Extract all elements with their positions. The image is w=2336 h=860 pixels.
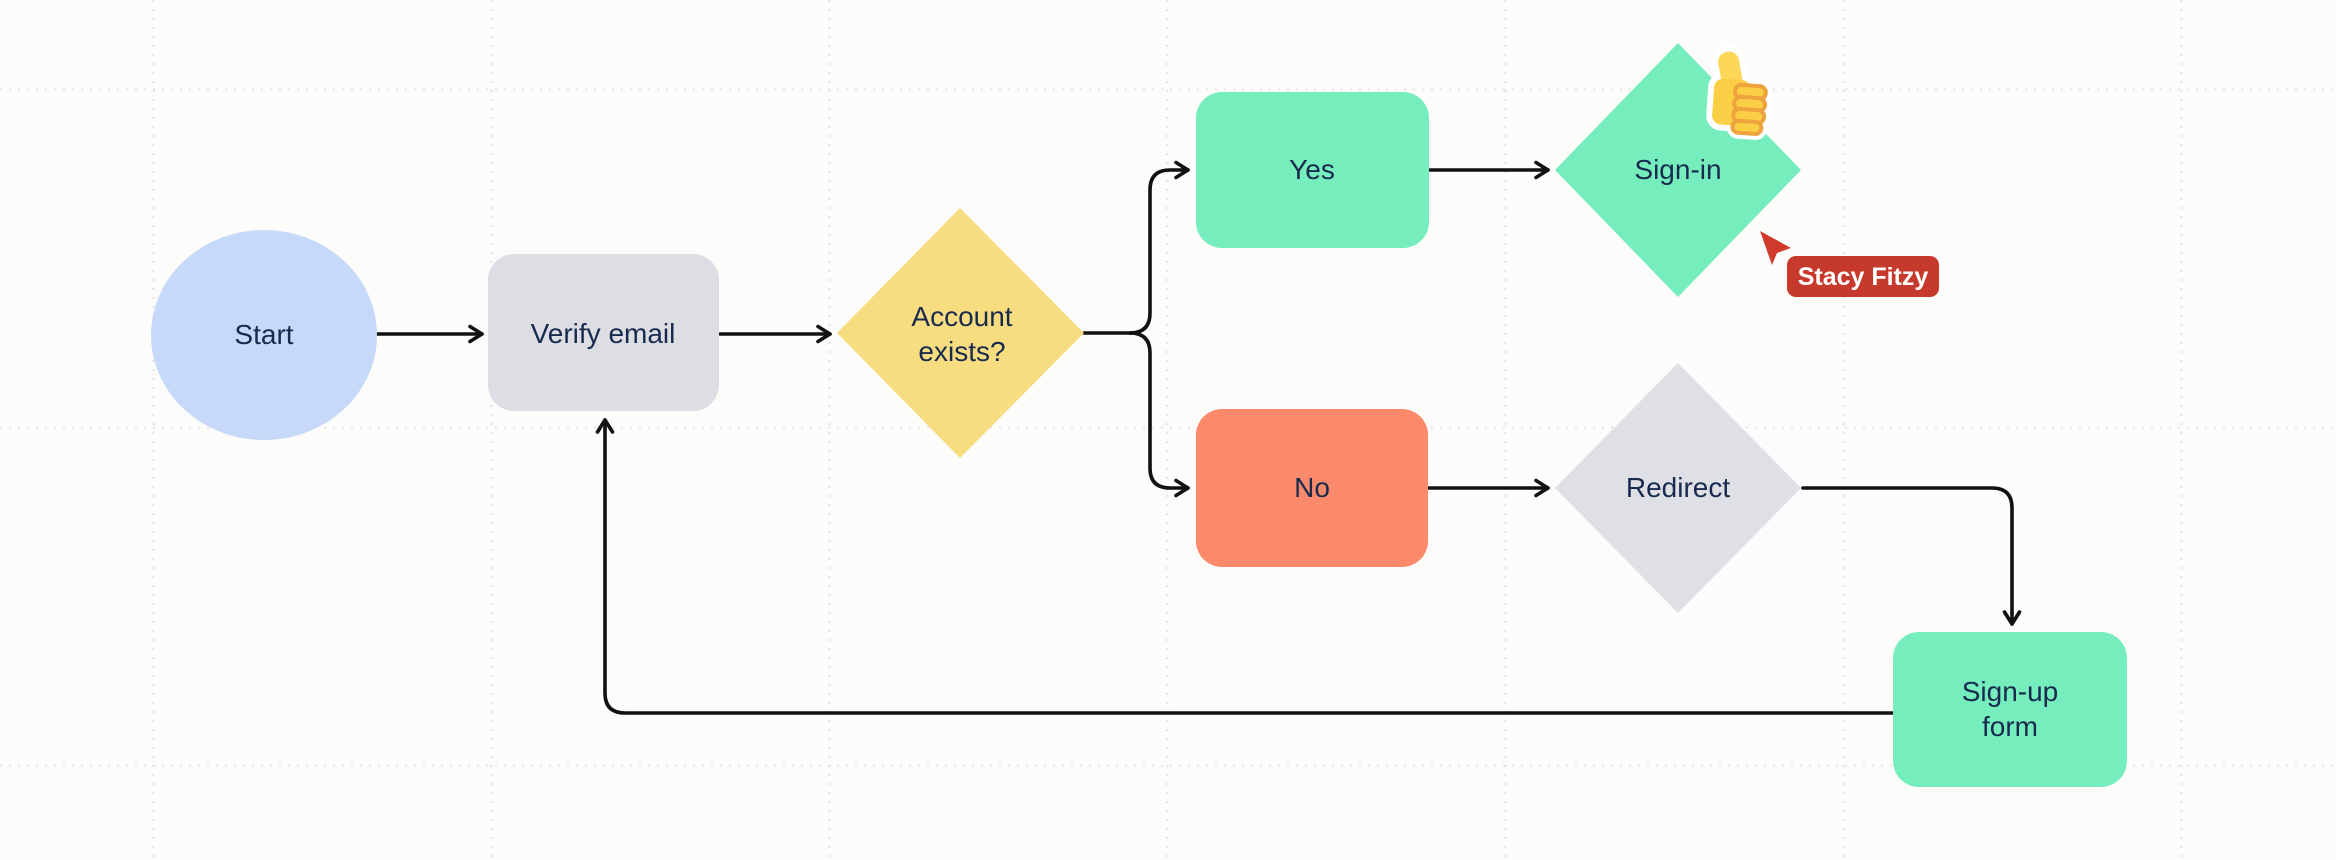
account-exists-shape[interactable] [837, 208, 1084, 458]
account-exists-label-line2: exists? [918, 336, 1005, 367]
redirect-label: Redirect [1626, 472, 1730, 503]
yes-label: Yes [1289, 154, 1335, 185]
node-account-exists[interactable]: Account exists? [837, 208, 1084, 458]
no-label: No [1294, 472, 1330, 503]
edge-redirect-to-sign-up-form[interactable] [1801, 486, 2022, 626]
edge-account-exists-to-no[interactable] [1128, 331, 1190, 498]
no-shape[interactable] [1196, 409, 1428, 567]
edge-sign-up-form-to-verify-email[interactable] [595, 418, 1895, 715]
connectors [375, 160, 2022, 715]
node-yes[interactable]: Yes [1196, 92, 1429, 248]
verify-email-shape[interactable] [488, 254, 719, 411]
redirect-shape[interactable] [1555, 363, 1801, 613]
node-sign-up-form[interactable]: Sign-up form [1893, 632, 2127, 787]
node-no[interactable]: No [1196, 409, 1428, 567]
yes-shape[interactable] [1196, 92, 1429, 248]
collaborator-cursor: Stacy Fitzy [1760, 231, 1939, 297]
thumbs-up-icon[interactable] [1706, 45, 1772, 140]
node-redirect[interactable]: Redirect [1555, 363, 1801, 613]
sign-up-form-shape[interactable] [1893, 632, 2127, 787]
start-label: Start [234, 319, 293, 350]
sign-up-form-label-line2: form [1982, 711, 2038, 742]
node-verify-email[interactable]: Verify email [488, 254, 719, 411]
sign-in-label: Sign-in [1634, 154, 1721, 185]
node-start[interactable]: Start [151, 230, 377, 440]
account-exists-label-line1: Account [911, 301, 1012, 332]
cursor-pointer-icon [1760, 231, 1791, 265]
collaborator-name-label: Stacy Fitzy [1798, 263, 1929, 291]
collaborator-name-tag [1787, 256, 1939, 297]
verify-email-label: Verify email [531, 318, 676, 349]
start-shape[interactable] [151, 230, 377, 440]
edge-account-exists-to-yes[interactable] [1128, 160, 1190, 335]
sign-up-form-label-line1: Sign-up [1962, 676, 2059, 707]
